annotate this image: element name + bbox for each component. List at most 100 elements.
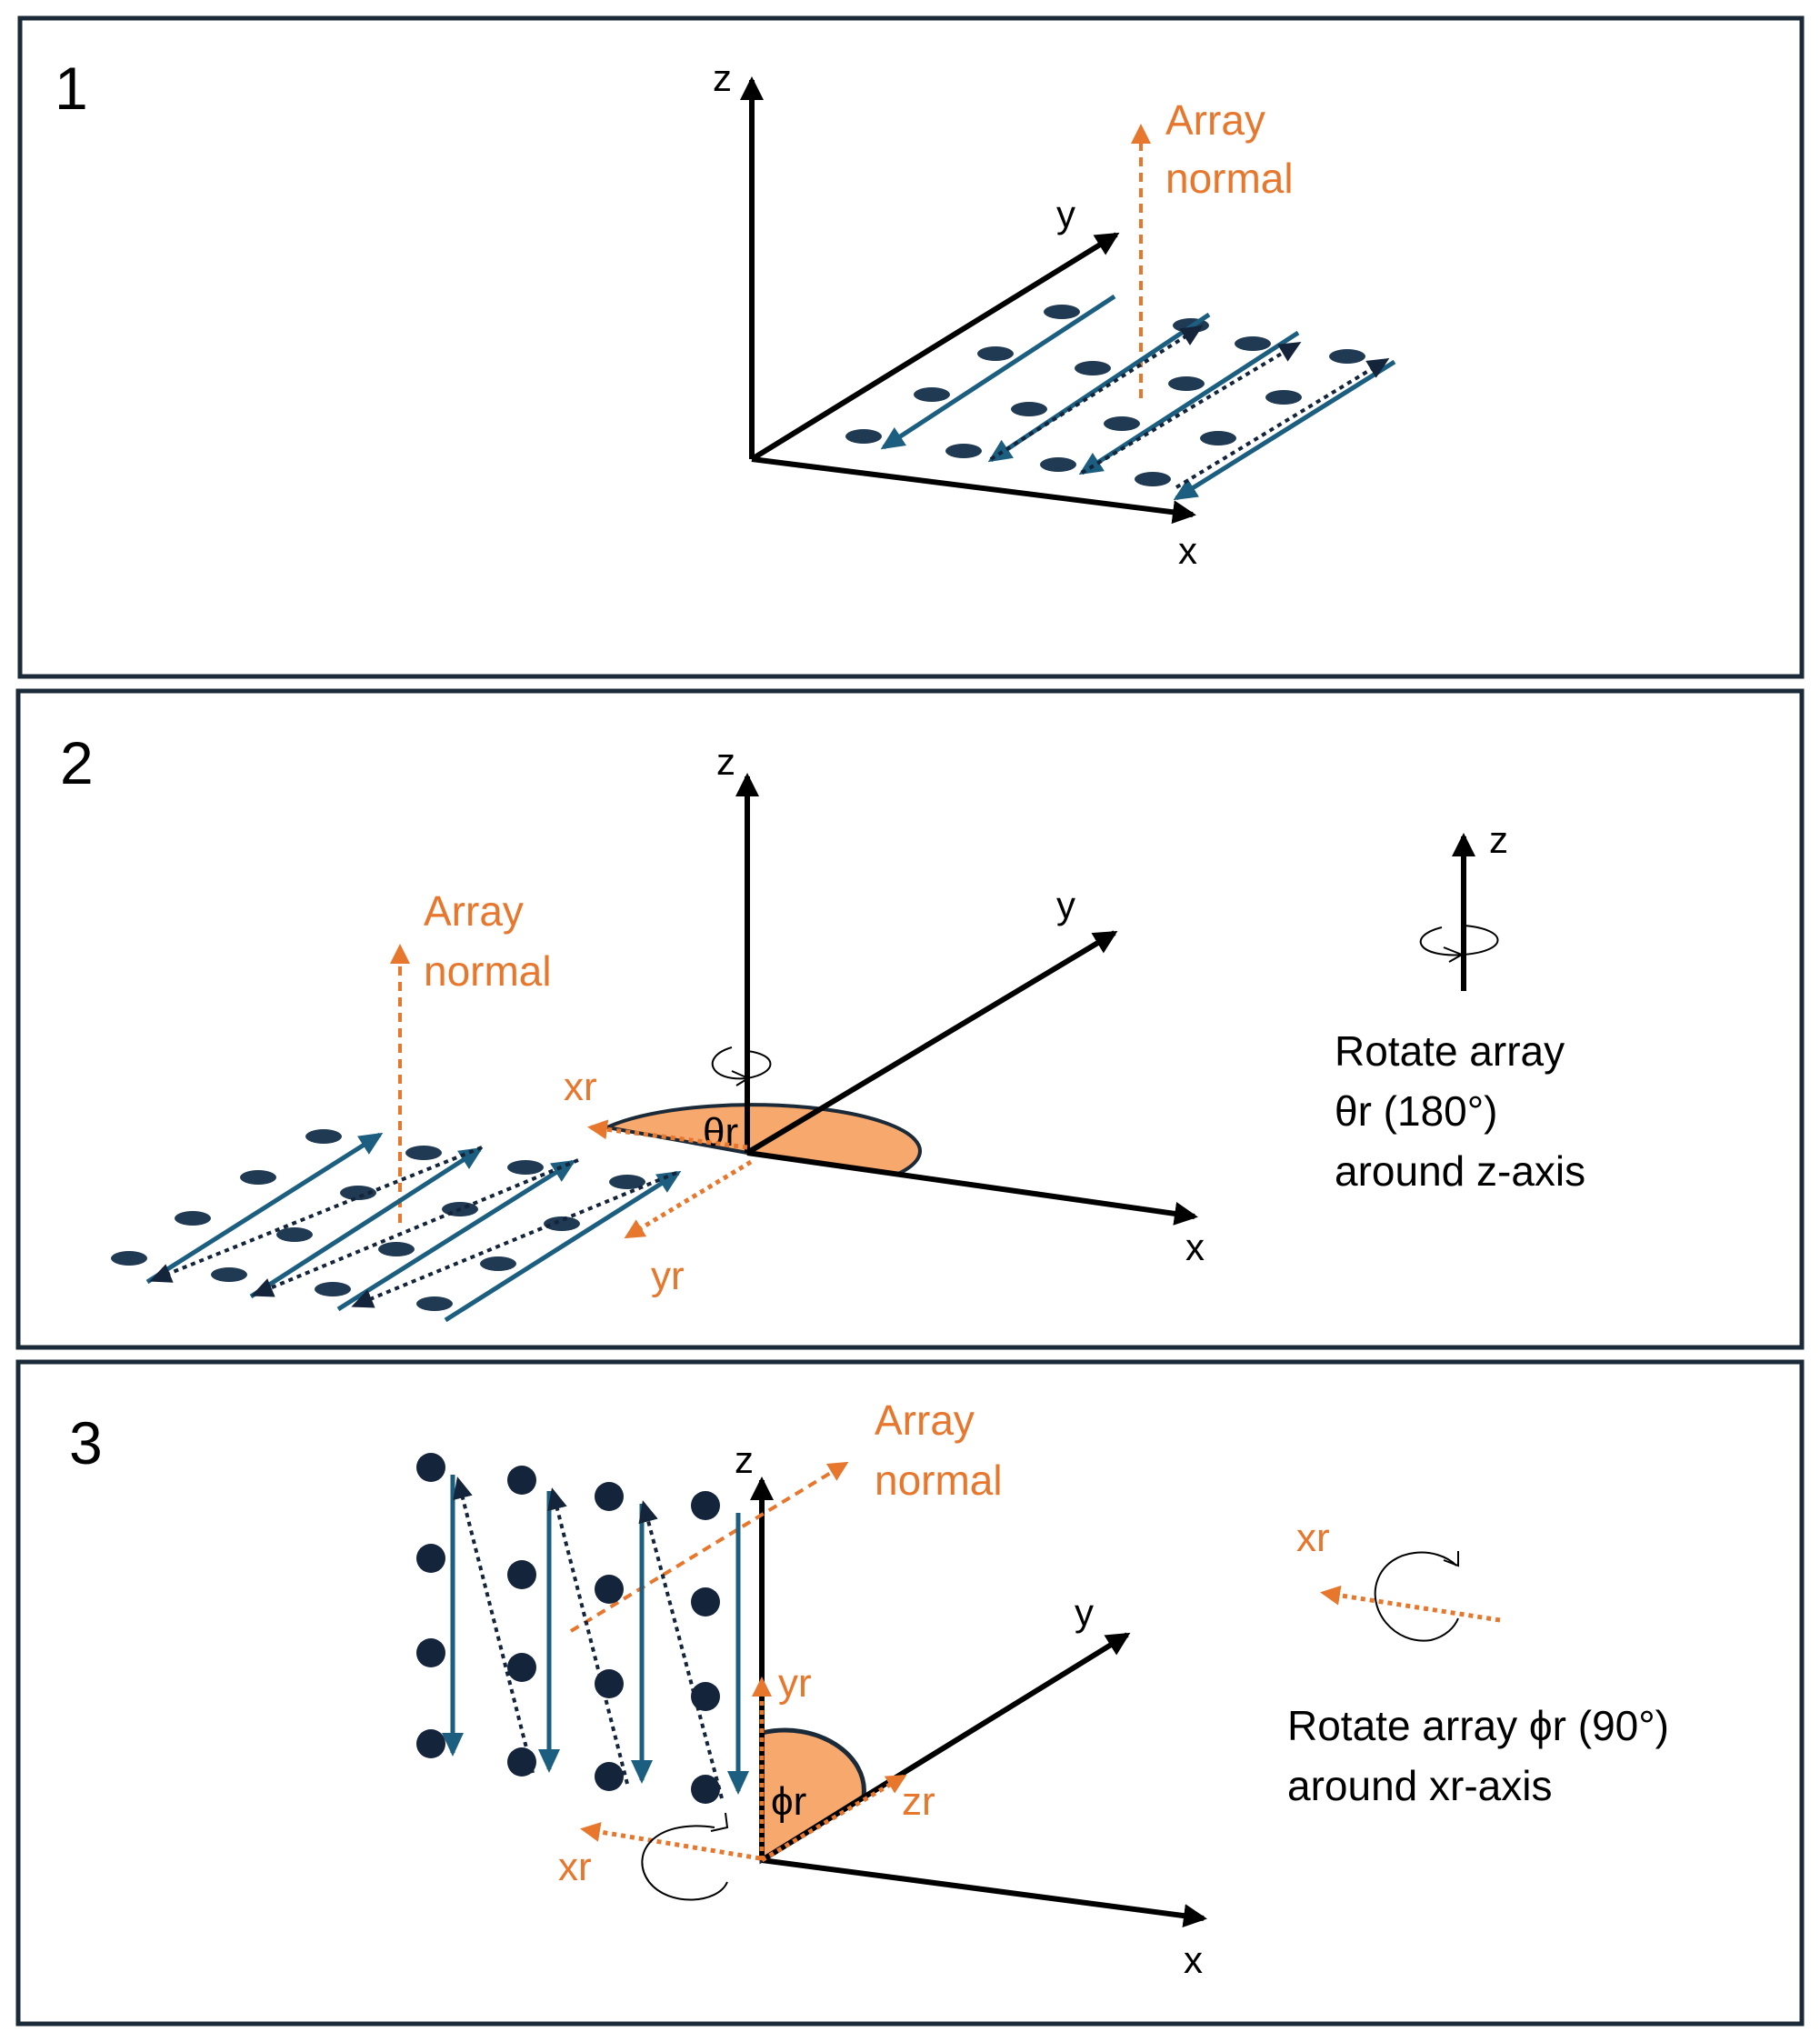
legend-rotation-icon bbox=[1419, 925, 1499, 956]
y-axis bbox=[760, 1632, 1131, 1863]
scan-arrow bbox=[880, 294, 1116, 450]
x-axis-label: x bbox=[1184, 1938, 1203, 1981]
array-element bbox=[945, 444, 982, 458]
z-axis-label: z bbox=[713, 56, 732, 99]
scan-lines bbox=[145, 1132, 682, 1323]
angle-label: θr bbox=[703, 1110, 738, 1155]
return-lines bbox=[453, 1476, 724, 1799]
legend-rotation-arrowhead-icon bbox=[1443, 1551, 1459, 1567]
y-axis bbox=[745, 930, 1118, 1156]
array-element bbox=[111, 1251, 147, 1266]
array-element bbox=[544, 1216, 580, 1231]
array-element bbox=[507, 1653, 536, 1682]
array-element bbox=[1265, 390, 1302, 405]
panel-number: 2 bbox=[60, 729, 94, 796]
array-element bbox=[691, 1682, 720, 1711]
array-element bbox=[595, 1575, 624, 1604]
panel-number: 1 bbox=[55, 55, 88, 122]
legend-rotation-arrowhead-icon bbox=[1443, 946, 1465, 963]
y-axis bbox=[750, 232, 1120, 462]
return-arrow bbox=[453, 1476, 535, 1774]
rotation-arrowhead-icon bbox=[731, 1070, 751, 1086]
array-element bbox=[1011, 402, 1047, 416]
panel-frame bbox=[15, 688, 1805, 1350]
xr-axis-label: xr bbox=[564, 1065, 597, 1109]
panel-1: 1 z y x Array normal bbox=[17, 15, 1805, 679]
array-normal-label-1: Array bbox=[1165, 96, 1265, 144]
array-element bbox=[416, 1296, 453, 1311]
array-element bbox=[211, 1267, 247, 1282]
angle-label: ϕr bbox=[771, 1779, 806, 1824]
z-axis-label: z bbox=[716, 740, 735, 783]
array-element bbox=[595, 1762, 624, 1791]
return-arrow bbox=[1080, 341, 1302, 475]
x-axis-label: x bbox=[1178, 529, 1197, 572]
array-element bbox=[405, 1146, 442, 1160]
array-element bbox=[691, 1491, 720, 1520]
array-element bbox=[480, 1256, 516, 1271]
array-element bbox=[691, 1587, 720, 1617]
rotation-description-3: around z-axis bbox=[1335, 1147, 1585, 1195]
zr-axis bbox=[760, 1774, 907, 1863]
xr-axis-label: xr bbox=[558, 1845, 592, 1889]
panel-frame bbox=[15, 1359, 1805, 2027]
panel-2: 2 θr z y x xr yr Array normal bbox=[15, 688, 1805, 1350]
legend-xr-label: xr bbox=[1296, 1516, 1330, 1560]
array-normal-label-2: normal bbox=[1165, 155, 1294, 202]
return-arrow bbox=[251, 1158, 579, 1297]
xr-axis bbox=[587, 1119, 748, 1150]
array-element bbox=[1104, 416, 1140, 431]
array-element bbox=[416, 1544, 445, 1573]
x-axis bbox=[746, 1150, 1198, 1226]
array-element bbox=[1168, 376, 1205, 391]
return-arrow bbox=[547, 1487, 629, 1785]
rotation-description-2: θr (180°) bbox=[1335, 1087, 1497, 1135]
return-arrow bbox=[989, 325, 1204, 461]
array-element bbox=[507, 1466, 536, 1495]
legend-xr-axis bbox=[1320, 1585, 1501, 1623]
return-lines bbox=[989, 325, 1390, 489]
array-normal-label-1: Array bbox=[424, 887, 524, 935]
array-normal-label-2: normal bbox=[424, 947, 552, 995]
array-element bbox=[1075, 361, 1111, 375]
y-axis-label: y bbox=[1056, 193, 1075, 235]
return-arrow bbox=[1175, 357, 1390, 489]
scan-lines bbox=[442, 1475, 749, 1795]
scan-arrow bbox=[1078, 330, 1300, 475]
return-lines bbox=[149, 1146, 677, 1308]
panel-number: 3 bbox=[69, 1409, 103, 1476]
array-elements bbox=[111, 1129, 645, 1311]
y-axis-label: y bbox=[1056, 884, 1075, 926]
panel-3: 3 ϕr z y x yr zr xr Array normal bbox=[15, 1359, 1805, 2027]
array-element bbox=[595, 1482, 624, 1511]
array-element bbox=[340, 1186, 376, 1200]
array-element bbox=[977, 346, 1014, 361]
z-axis-label: z bbox=[735, 1438, 754, 1481]
legend-z-label: z bbox=[1489, 818, 1508, 861]
array-element bbox=[416, 1453, 445, 1482]
scan-arrow bbox=[1173, 359, 1396, 501]
yr-axis-label: yr bbox=[778, 1661, 812, 1706]
array-element bbox=[1329, 349, 1365, 364]
theta-wedge bbox=[601, 1103, 922, 1177]
rotation-indicator-icon bbox=[711, 1046, 772, 1080]
rotation-description-1: Rotate array ϕr (90°) bbox=[1287, 1702, 1669, 1749]
array-element bbox=[507, 1160, 544, 1175]
legend-rotation-icon bbox=[1374, 1551, 1459, 1642]
array-element bbox=[1235, 336, 1271, 351]
array-element bbox=[416, 1729, 445, 1758]
scan-arrow bbox=[987, 312, 1211, 463]
array-normal-label-1: Array bbox=[875, 1396, 975, 1444]
array-element bbox=[1200, 431, 1236, 445]
x-axis-label: x bbox=[1185, 1226, 1205, 1268]
yr-axis-label: yr bbox=[651, 1254, 685, 1298]
array-element bbox=[175, 1211, 211, 1226]
array-element bbox=[845, 429, 882, 444]
xr-axis bbox=[580, 1822, 761, 1861]
array-element bbox=[914, 387, 950, 402]
x-axis bbox=[751, 456, 1196, 525]
phi-wedge bbox=[759, 1727, 866, 1865]
zr-axis-label: zr bbox=[902, 1779, 935, 1824]
array-element bbox=[315, 1282, 351, 1296]
rotation-description-1: Rotate array bbox=[1335, 1027, 1565, 1075]
